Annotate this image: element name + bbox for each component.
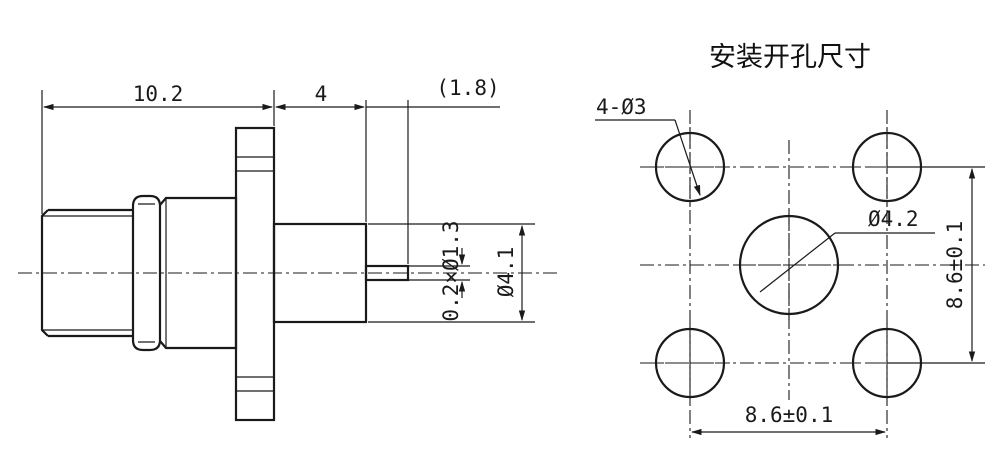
dim-horizontal-pitch: 8.6±0.1 [745, 403, 834, 427]
center-pin [364, 264, 410, 282]
dim-pin-section: 0.2×Ø1.3 [439, 220, 463, 321]
mounting-flange [234, 126, 276, 422]
dim-rear-diameter: Ø4.1 [494, 247, 518, 298]
dim-center-hole: Ø4.2 [868, 207, 919, 231]
mounting-title: 安装开孔尺寸 [709, 42, 871, 73]
dim-corner-holes: 4-Ø3 [596, 95, 647, 119]
coupling-ring [131, 194, 162, 352]
dim-pin-length: (1.8) [436, 76, 499, 100]
connector-side-view: 10.2 4 (1.8) 0.2×Ø1.3 Ø4.1 [18, 76, 560, 422]
mounting-hole-layout: 安装开孔尺寸 4-Ø3 Ø4.2 [595, 42, 985, 438]
dim-body-length: 10.2 [133, 82, 184, 106]
dim-vertical-pitch: 8.6±0.1 [943, 221, 967, 310]
dim-flange-to-end: 4 [315, 82, 328, 106]
